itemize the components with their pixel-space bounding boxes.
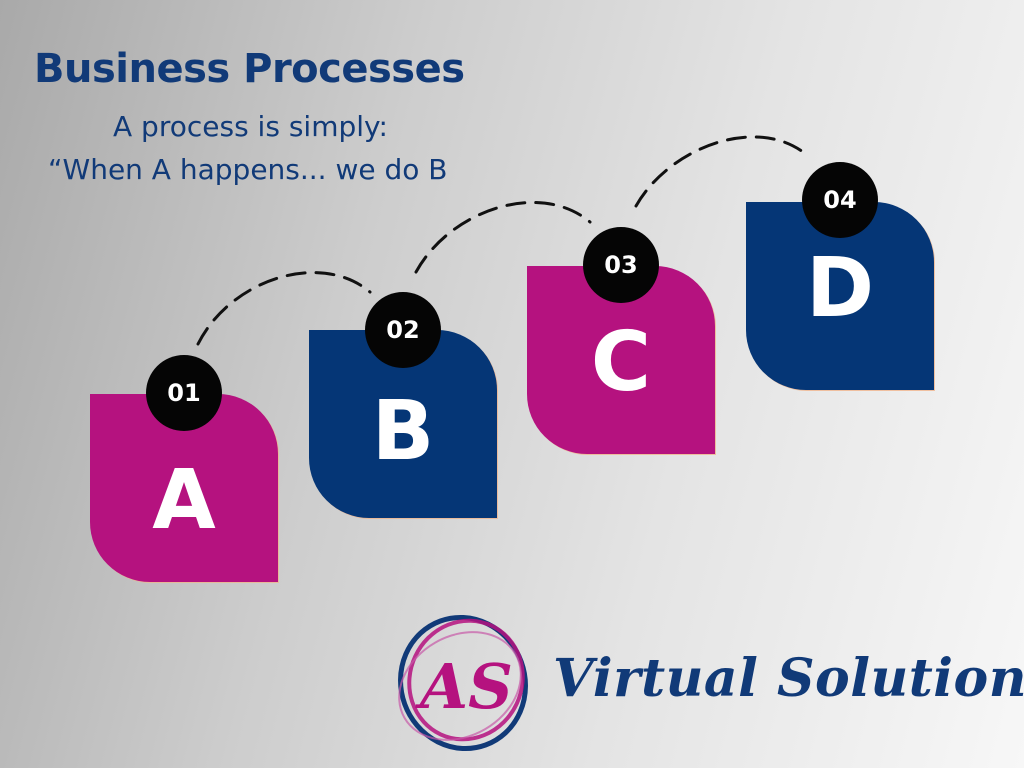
subtitle-line-2: “When A happens... we do B [48,153,448,186]
step-letter-a: A [152,453,216,548]
step-letter-b: B [371,384,435,479]
brand-name: Virtual Solutions [553,648,1024,709]
step-letter-c: C [590,315,652,410]
step-card-c: C [527,266,715,454]
logo-monogram: AS [415,650,513,723]
step-badge-03: 03 [583,227,659,303]
step-card-b: B [309,330,497,518]
step-badge-04: 04 [802,162,878,238]
connector-2-3 [414,200,592,274]
step-letter-d: D [805,241,875,336]
step-badge-02: 02 [365,292,441,368]
connector-3-4 [634,135,810,208]
subtitle-line-1: A process is simply: [113,110,388,143]
step-badge-01: 01 [146,355,222,431]
page-title: Business Processes [34,46,465,92]
as-logo-icon: AS [398,614,528,752]
